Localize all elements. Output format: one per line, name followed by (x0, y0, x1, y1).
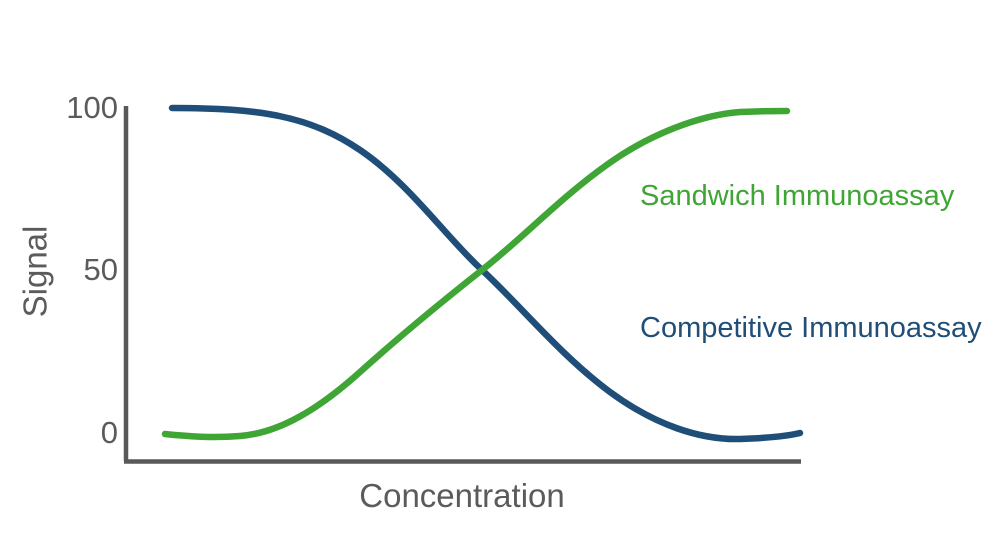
y-axis-title: Signal (16, 225, 54, 318)
y-axis-tick-label-100: 100 (66, 90, 118, 125)
series-line-competitive-immunoassay (168, 104, 804, 443)
series-line-sandwich-immunoassay (161, 107, 791, 441)
x-axis-title: Concentration (359, 477, 565, 514)
y-axis-tick-label-0: 0 (100, 415, 118, 450)
y-axis-tick-label-50: 50 (83, 252, 118, 287)
series-label-competitive-immunoassay: Competitive Immunoassay (640, 312, 982, 344)
series-label-sandwich-immunoassay: Sandwich Immunoassay (640, 180, 955, 212)
